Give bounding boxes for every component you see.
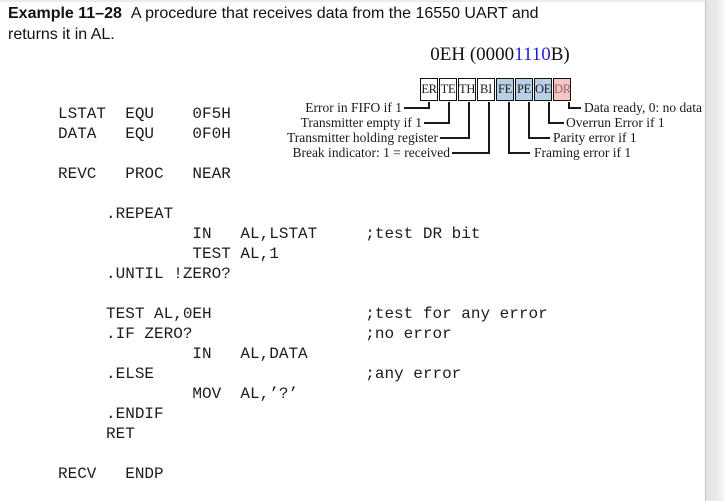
connector-line-bi-h [452, 152, 490, 154]
connector-line-th [468, 102, 470, 139]
status-register-bit-row: ER TE TH BI FE PE OE DR [420, 78, 571, 101]
register-value-suffix: B) [550, 44, 570, 65]
register-value-label: 0EH (00001110B) [420, 44, 580, 66]
example-title-line1: Example 11–28 A procedure that receives d… [8, 3, 648, 24]
status-bit-oe: OE [534, 78, 552, 101]
connector-line-pe-h [528, 137, 550, 139]
connector-line-bi [488, 102, 490, 154]
label-error-in-fifo: Error in FIFO if 1 [305, 100, 402, 115]
page-edge-strip [705, 0, 725, 501]
connector-line-fe [508, 102, 510, 154]
status-bit-bi: BI [477, 78, 495, 101]
connector-line-fe-h [508, 152, 530, 154]
status-bit-er: ER [420, 78, 438, 101]
example-title: Example 11–28 A procedure that receives d… [8, 3, 648, 45]
example-title-line2: returns it in AL. [8, 26, 115, 43]
status-bit-fe: FE [496, 78, 514, 101]
connector-line-te-h [424, 122, 450, 124]
connector-line-er-h [404, 107, 430, 109]
register-value-prefix: 0EH (0000 [430, 44, 515, 65]
connector-line-er [428, 102, 430, 109]
example-number: Example 11–28 [8, 5, 122, 22]
label-parity-error: Parity error if 1 [553, 130, 637, 145]
connector-line-te [448, 102, 450, 124]
connector-line-dr [568, 102, 570, 109]
label-break-indicator: Break indicator: 1 = received [292, 145, 450, 160]
label-transmitter-empty: Transmitter empty if 1 [300, 115, 422, 130]
status-bit-te: TE [439, 78, 457, 101]
status-bit-dr: DR [553, 78, 571, 101]
page-top-edge [0, 0, 725, 2]
label-framing-error: Framing error if 1 [534, 145, 632, 160]
connector-line-th-h [440, 137, 470, 139]
register-value-highlight: 1110 [514, 44, 551, 65]
status-bit-th: TH [458, 78, 476, 101]
status-bit-pe: PE [515, 78, 533, 101]
assembly-code-listing: LSTAT EQU 0F5H DATA EQU 0F0H REVC PROC N… [58, 105, 548, 483]
example-description: A procedure that receives data from the … [130, 5, 539, 22]
label-overrun-error: Overrun Error if 1 [566, 115, 665, 130]
label-data-ready: Data ready, 0: no data [584, 100, 702, 115]
label-transmitter-holding: Transmitter holding register [287, 130, 438, 145]
connector-line-dr-h [568, 107, 581, 109]
connector-line-pe [528, 102, 530, 139]
connector-line-oe-h [548, 122, 564, 124]
connector-line-oe [548, 102, 550, 124]
